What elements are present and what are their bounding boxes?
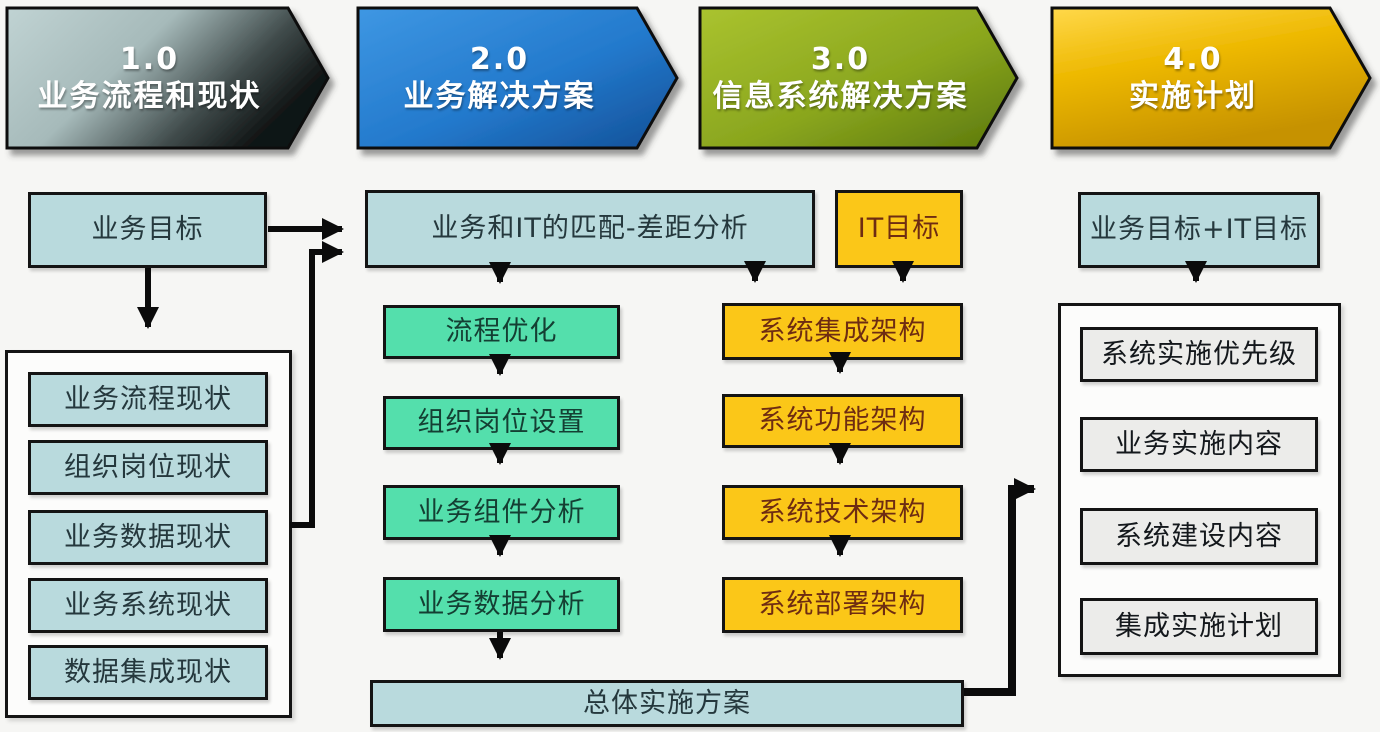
box-business-data-current: 业务数据现状 [28, 510, 268, 565]
box-business-system-current: 业务系统现状 [28, 578, 268, 633]
phase1-arrow-shape [5, 6, 330, 150]
box-org-position-current: 组织岗位现状 [28, 440, 268, 495]
box-gap-analysis: 业务和IT的匹配-差距分析 [365, 190, 815, 268]
arrow-currentstate-to-gap [290, 241, 344, 528]
box-business-process-current: 业务流程现状 [28, 372, 268, 427]
phase3-arrow-shape [698, 6, 1019, 150]
phase-banner-1: 1.0 业务流程和现状 [7, 18, 292, 138]
box-system-technology-architecture: 系统技术架构 [722, 485, 963, 540]
phase4-arrow-shape [1050, 6, 1372, 150]
box-system-implementation-priority: 系统实施优先级 [1080, 327, 1318, 382]
phase4-title: 实施计划 [1129, 79, 1257, 114]
phase2-arrow-shape [356, 6, 679, 150]
box-data-integration-current: 数据集成现状 [28, 645, 268, 700]
box-org-position-setup: 组织岗位设置 [383, 396, 620, 450]
box-business-plus-it-goal: 业务目标+IT目标 [1078, 192, 1320, 268]
phase1-number: 1.0 [119, 41, 180, 77]
box-it-goal: IT目标 [835, 190, 963, 268]
phase4-number: 4.0 [1163, 41, 1223, 77]
phase1-title: 业务流程和现状 [37, 79, 262, 114]
phase2-title: 业务解决方案 [403, 79, 596, 114]
phase-banner-2: 2.0 业务解决方案 [358, 18, 641, 138]
arrow-masterplan-to-plangroup [964, 478, 1036, 696]
phase2-number: 2.0 [469, 41, 530, 77]
box-process-optimization: 流程优化 [383, 305, 620, 359]
box-system-function-architecture: 系统功能架构 [722, 394, 963, 448]
box-system-deployment-architecture: 系统部署架构 [722, 577, 963, 633]
box-business-goal: 业务目标 [28, 192, 267, 268]
box-system-construction-content: 系统建设内容 [1080, 508, 1318, 565]
phase3-title: 信息系统解决方案 [712, 79, 969, 114]
box-business-component-analysis: 业务组件分析 [383, 485, 620, 540]
phase-banner-4: 4.0 实施计划 [1052, 18, 1334, 138]
box-master-implementation-plan: 总体实施方案 [370, 680, 964, 727]
box-system-integration-architecture: 系统集成架构 [722, 303, 963, 360]
phase-banner-3: 3.0 信息系统解决方案 [700, 18, 981, 138]
phase3-number: 3.0 [810, 41, 871, 77]
box-integration-implementation-schedule: 集成实施计划 [1080, 598, 1318, 655]
box-business-implementation-content: 业务实施内容 [1080, 417, 1318, 472]
box-business-data-analysis: 业务数据分析 [383, 577, 620, 632]
